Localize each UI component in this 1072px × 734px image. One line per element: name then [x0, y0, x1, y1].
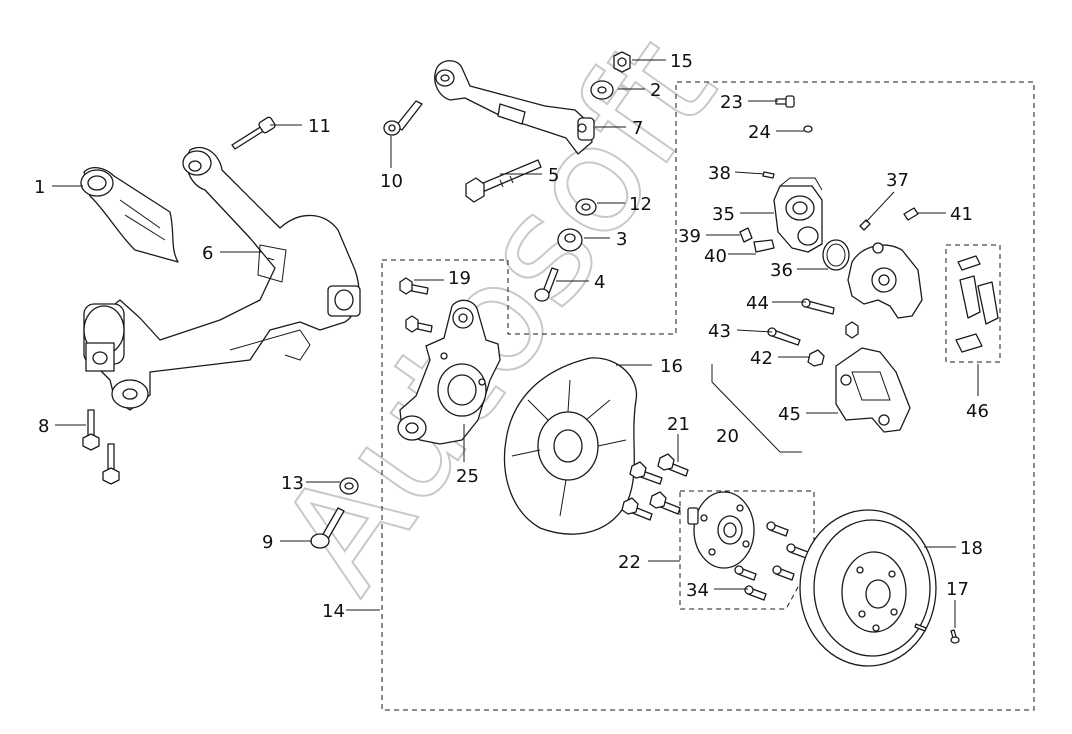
label-44: 44 — [746, 293, 769, 314]
part-4-bolt — [534, 267, 559, 302]
part-34-studs — [734, 521, 809, 601]
label-14: 14 — [322, 601, 345, 622]
label-23: 23 — [720, 92, 743, 113]
part-caliper-housing — [847, 242, 923, 319]
part-2-washer — [590, 80, 614, 100]
label-8: 8 — [38, 416, 49, 437]
group-box-pads — [945, 244, 1001, 363]
part-boot — [845, 321, 859, 339]
label-21: 21 — [667, 414, 690, 435]
part-16-dust-shield — [503, 357, 638, 535]
label-34: 34 — [686, 580, 709, 601]
label-42: 42 — [750, 348, 773, 369]
label-9: 9 — [262, 532, 273, 553]
label-16: 16 — [660, 356, 683, 377]
label-40: 40 — [704, 246, 727, 267]
label-36: 36 — [770, 260, 793, 281]
label-41: 41 — [950, 204, 973, 225]
part-8-bolts — [82, 409, 120, 485]
label-45: 45 — [778, 404, 801, 425]
label-7: 7 — [632, 118, 643, 139]
part-11-bolt — [231, 116, 276, 150]
label-1: 1 — [34, 177, 45, 198]
part-12-washer — [575, 198, 597, 216]
label-4: 4 — [594, 272, 605, 293]
group-box-hub — [679, 490, 815, 610]
leader-lines — [52, 59, 979, 628]
part-13-washer — [339, 477, 359, 495]
part-46-brake-pads — [955, 255, 999, 353]
part-37-bleeder — [859, 219, 871, 231]
part-35-caliper-motor — [773, 177, 823, 253]
label-38: 38 — [708, 163, 731, 184]
label-24: 24 — [748, 122, 771, 143]
part-5-bolt — [465, 159, 542, 203]
label-18: 18 — [960, 538, 983, 559]
part-6-lower-arm — [83, 146, 361, 411]
part-39-clip — [739, 227, 753, 243]
part-3-nut — [557, 228, 583, 252]
part-21-bolts — [621, 453, 689, 521]
label-39: 39 — [678, 226, 701, 247]
part-23-bolt — [775, 95, 795, 108]
label-6: 6 — [202, 243, 213, 264]
label-15: 15 — [670, 51, 693, 72]
callout-labels: 1 2 3 4 5 6 7 8 9 10 11 12 13 14 15 16 1… — [34, 51, 989, 622]
label-2: 2 — [650, 80, 661, 101]
part-7-upper-link — [434, 60, 595, 155]
part-44-guide-pin — [801, 298, 835, 315]
part-25-knuckle — [397, 299, 501, 445]
label-10: 10 — [380, 171, 403, 192]
part-19-bolts — [399, 277, 433, 333]
label-5: 5 — [548, 165, 559, 186]
label-17: 17 — [946, 579, 969, 600]
label-46: 46 — [966, 401, 989, 422]
label-19: 19 — [448, 268, 471, 289]
part-10-bolt — [383, 100, 423, 136]
part-1-bracket — [80, 166, 179, 263]
part-43-guide-pin — [767, 327, 801, 346]
label-37: 37 — [886, 170, 909, 191]
part-24-ring — [803, 125, 813, 133]
part-36-seal — [822, 239, 850, 271]
part-22-hub — [687, 491, 755, 569]
label-22: 22 — [618, 552, 641, 573]
part-42-nut — [807, 349, 825, 367]
label-20: 20 — [716, 426, 739, 447]
label-25: 25 — [456, 466, 479, 487]
label-3: 3 — [616, 229, 627, 250]
label-12: 12 — [629, 194, 652, 215]
label-13: 13 — [281, 473, 304, 494]
part-45-caliper-carrier — [835, 347, 911, 433]
part-15-nut — [613, 51, 631, 73]
label-43: 43 — [708, 321, 731, 342]
part-18-brake-disc — [799, 509, 937, 667]
label-11: 11 — [308, 116, 331, 137]
part-40-spring — [753, 239, 775, 253]
part-17-screws — [914, 623, 960, 644]
part-41-bleeder-cap — [903, 207, 919, 221]
part-38-screw — [762, 171, 775, 179]
label-35: 35 — [712, 204, 735, 225]
